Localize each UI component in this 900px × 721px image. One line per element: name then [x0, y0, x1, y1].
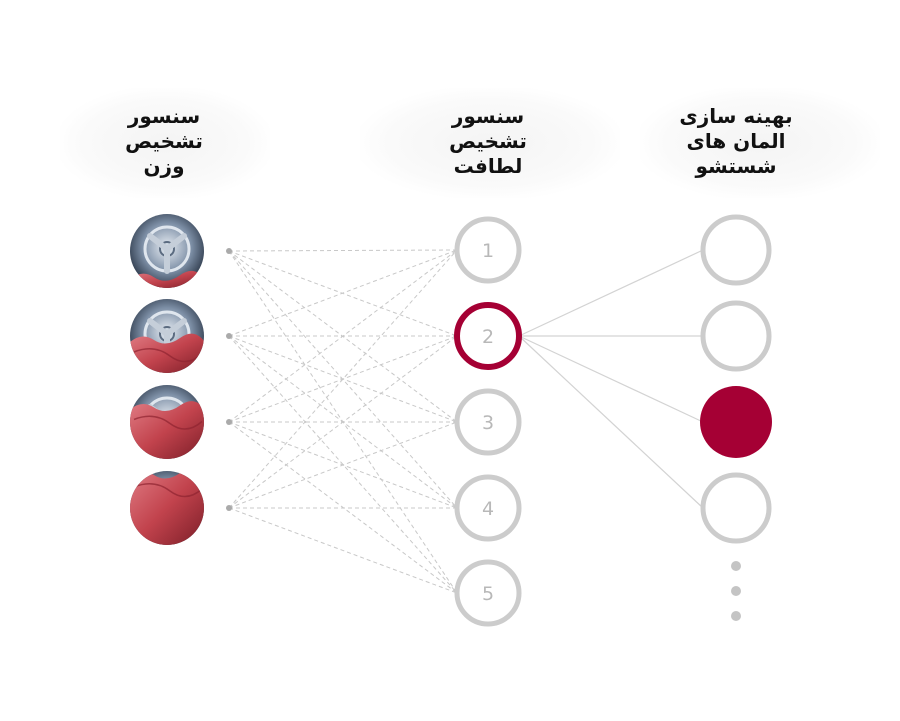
middle-node-label: 2 [482, 326, 494, 348]
weight-sensor-title-line-3: وزن [143, 154, 185, 178]
more-dots-icon [731, 561, 741, 621]
middle-node-ring [454, 474, 522, 542]
softness-sensor-title: سنسور تشخیص لطافت [388, 104, 588, 179]
input-dot-3 [226, 419, 232, 425]
middle-node-ring [454, 302, 522, 370]
wash-optimization-title-line-2: المان های [686, 129, 786, 153]
dashed-link-4-3 [228, 421, 458, 509]
middle-node-ring [454, 559, 522, 627]
middle-node-label: 4 [482, 498, 494, 520]
title-backdrop-middle [360, 88, 620, 198]
middle-node-label: 3 [482, 412, 494, 434]
solid-link-1 [518, 249, 704, 337]
drum-half-icon [130, 299, 204, 373]
more-dot-2 [731, 586, 741, 596]
drum-full-icon [130, 471, 204, 545]
weight-sensor-title-line-1: سنسور [127, 104, 201, 128]
middle-node-5: 5 [454, 559, 522, 627]
drum-empty-icon [130, 214, 204, 288]
dashed-link-1-1 [228, 249, 458, 252]
softness-sensor-title-line-2: تشخیص [449, 129, 527, 153]
drum-mostly-full-icon [130, 385, 204, 459]
weight-sensor-title-line-2: تشخیص [125, 129, 203, 153]
title-backdrop-right [640, 88, 880, 198]
middle-node-label: 5 [482, 583, 494, 605]
input-dot-2 [226, 333, 232, 339]
softness-sensor-title-line-1: سنسور [451, 104, 525, 128]
middle-node-ring [454, 216, 522, 284]
output-node-3-active [700, 386, 772, 458]
input-dot-1 [226, 248, 232, 254]
more-dot-1 [731, 561, 741, 571]
middle-node-ring [454, 388, 522, 456]
weight-sensor-title: سنسور تشخیص وزن [64, 104, 264, 179]
dashed-link-4-2 [228, 335, 458, 509]
middle-node-4: 4 [454, 474, 522, 542]
dashed-link-2-1 [228, 249, 458, 337]
middle-node-label: 1 [482, 240, 494, 262]
solid-link-4 [518, 335, 704, 509]
wash-optimization-title-line-1: بهینه سازی [679, 104, 793, 128]
input-dot-4 [226, 505, 232, 511]
softness-sensor-title-line-3: لطافت [453, 154, 523, 178]
middle-to-output-links [518, 249, 704, 509]
middle-node-2: 2 [454, 302, 522, 370]
dashed-link-3-2 [228, 335, 458, 423]
wash-optimization-title-line-3: شستشو [695, 154, 777, 178]
output-node-2 [700, 300, 772, 372]
middle-node-3: 3 [454, 388, 522, 456]
input-to-middle-links [228, 249, 458, 594]
more-dot-3 [731, 611, 741, 621]
title-backdrop-left [60, 88, 270, 198]
input-connection-points [226, 248, 232, 511]
solid-link-3 [518, 335, 704, 423]
dashed-link-3-1 [228, 249, 458, 423]
output-node-1 [700, 214, 772, 286]
dashed-link-4-1 [228, 249, 458, 509]
dashed-link-4-5 [228, 507, 458, 594]
output-node-4 [700, 472, 772, 544]
middle-layer-nodes: 1 2 3 4 5 [454, 216, 522, 627]
middle-node-1: 1 [454, 216, 522, 284]
output-layer-nodes [700, 214, 772, 544]
wash-optimization-title: بهینه سازی المان های شستشو [636, 104, 836, 179]
